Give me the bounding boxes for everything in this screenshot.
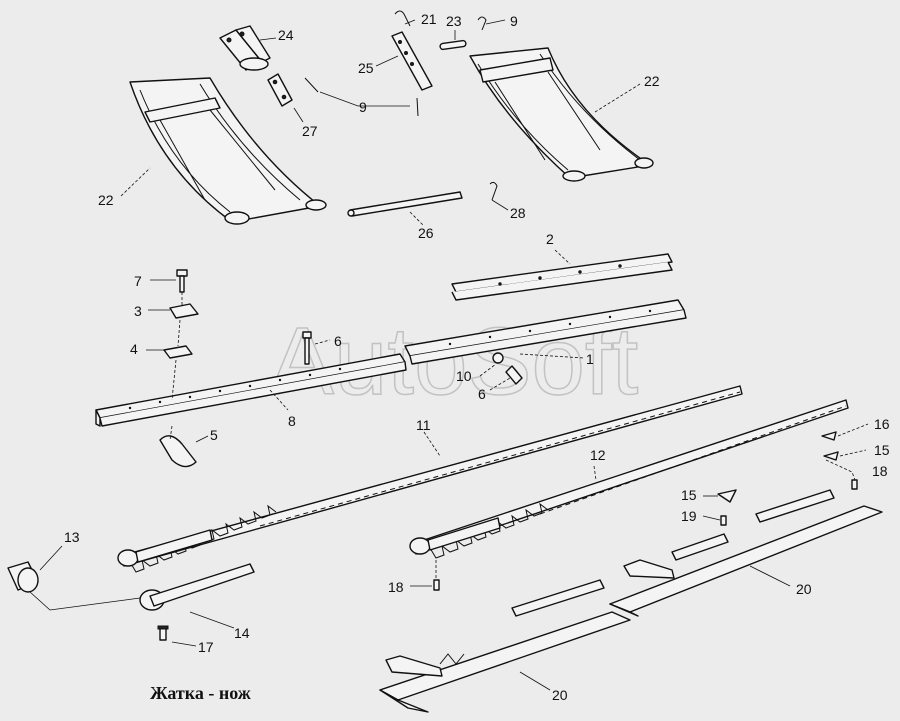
- callout-18-right: 18: [872, 463, 888, 479]
- callout-12: 12: [590, 447, 606, 463]
- callout-4: 4: [130, 341, 138, 357]
- cotter-pins: [304, 10, 498, 201]
- skid-shoe-left: [129, 77, 327, 225]
- callout-15-right: 15: [874, 442, 890, 458]
- callout-20-right: 20: [796, 581, 812, 597]
- callout-1: 1: [586, 351, 594, 367]
- link-plate: [267, 73, 293, 107]
- guard-plate-lower: [379, 579, 631, 713]
- rod: [347, 191, 463, 217]
- callout-9-mid: 9: [359, 99, 367, 115]
- callout-22-right: 22: [644, 73, 660, 89]
- callout-16: 16: [874, 416, 890, 432]
- callout-3: 3: [134, 303, 142, 319]
- callout-27: 27: [302, 123, 318, 139]
- callout-9-top: 9: [510, 13, 518, 29]
- roller-and-bar: [7, 561, 255, 641]
- callout-8: 8: [288, 413, 296, 429]
- callout-5: 5: [210, 427, 218, 443]
- callout-24: 24: [278, 27, 294, 43]
- small-clips: [433, 431, 858, 591]
- callout-7: 7: [134, 273, 142, 289]
- callout-13: 13: [64, 529, 80, 545]
- callout-22-left: 22: [98, 192, 114, 208]
- callout-labels: 21 23 9 24 25 22 9 27 22 26 28 2 7 3 6 4…: [64, 11, 890, 703]
- cutter-bar-main: [95, 299, 687, 427]
- leader-lines: [29, 19, 869, 691]
- skid-shoe-right: [469, 47, 654, 182]
- callout-6-bottom: 6: [478, 386, 486, 402]
- small-fasteners: [159, 269, 523, 468]
- slotted-strip: [391, 31, 433, 91]
- callout-15-mid: 15: [681, 487, 697, 503]
- callout-6-top: 6: [334, 333, 342, 349]
- callout-14: 14: [234, 625, 250, 641]
- callout-19: 19: [681, 508, 697, 524]
- cutter-bar-upper: [451, 253, 673, 301]
- callout-25: 25: [358, 60, 374, 76]
- callout-17: 17: [198, 639, 214, 655]
- hinge-bracket: [219, 25, 271, 71]
- callout-20-bottom: 20: [552, 687, 568, 703]
- callout-21: 21: [421, 11, 437, 27]
- callout-10: 10: [456, 368, 472, 384]
- knife-section-upper: [117, 385, 743, 573]
- callout-2: 2: [546, 231, 554, 247]
- diagram-title: Жатка - нож: [150, 683, 251, 703]
- callout-23: 23: [446, 13, 462, 29]
- knife-section-lower: [409, 399, 849, 559]
- callout-26: 26: [418, 225, 434, 241]
- guard-plate-upper: [609, 489, 883, 617]
- callout-11: 11: [416, 417, 431, 433]
- callout-28: 28: [510, 205, 526, 221]
- callout-18-mid: 18: [388, 579, 404, 595]
